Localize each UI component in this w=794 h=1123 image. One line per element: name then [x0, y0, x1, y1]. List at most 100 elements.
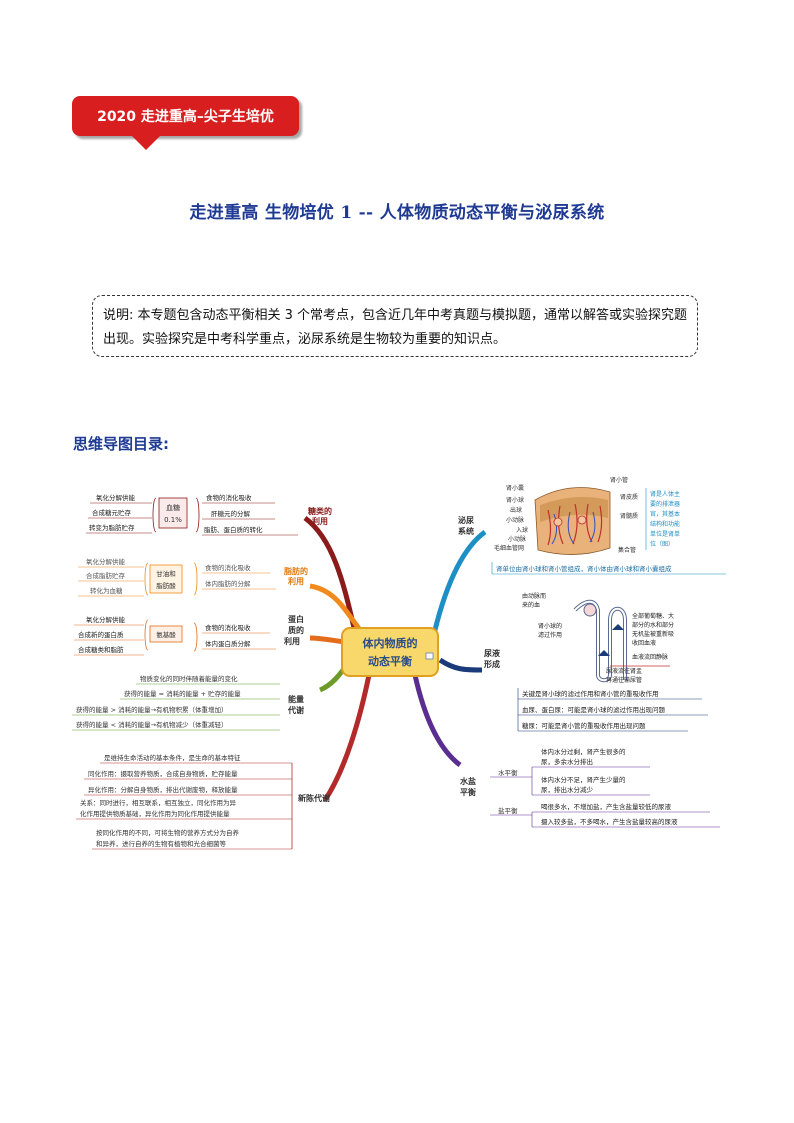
nephron-label-4: 小动脉	[506, 516, 524, 524]
urine-diagram-4: 滤过作用	[538, 631, 562, 639]
nephron-label-2: 肾小球	[506, 496, 524, 504]
note-icon	[425, 652, 434, 660]
urine-diagram-5: 全部葡萄糖、大	[632, 612, 674, 620]
protein-outer: 氧化分解供能 合成新的蛋白质 合成糖类和脂肪	[78, 615, 126, 654]
center-line-2: 动态平衡	[368, 654, 412, 668]
urinary-label-2: 系统	[458, 526, 474, 536]
section-title: 思维导图目录:	[73, 435, 169, 453]
urine-item-1: 关键是肾小球的滤过作用和肾小管的重吸收作用	[522, 689, 659, 698]
center-line-1: 体内物质的	[363, 636, 418, 650]
urine-diagram-11: 再通往输尿管	[606, 676, 642, 684]
urinary-note-5: 单位是肾单	[650, 530, 680, 538]
protein-label-1: 蛋白	[288, 614, 304, 624]
nephron-label-8: 肾小管	[610, 476, 628, 484]
sugar-label-1: 糖类的	[308, 506, 332, 516]
urine-diagram-3: 肾小球的	[538, 622, 562, 630]
nephron-label-10: 肾髓质	[620, 512, 638, 520]
fat-outer: 氧化分解供能 合成脂肪贮存 转化为血糖	[86, 557, 126, 595]
fat-outer-1: 氧化分解供能	[86, 557, 126, 566]
energy-item-4: 获得的能量 < 消耗的能量→有机物减少（体重减轻）	[76, 720, 228, 729]
energy-label-1: 能量	[288, 694, 304, 704]
urine-diagram	[573, 599, 670, 683]
fat-inner-1: 食物的消化吸收	[205, 563, 251, 572]
fat-box	[149, 564, 183, 594]
energy-label-2: 代谢	[287, 705, 304, 715]
fat-label-2: 利用	[287, 576, 304, 586]
nephron-label-9: 肾皮质	[620, 493, 638, 501]
urine-diagram-9: 血液流回静脉	[632, 653, 668, 661]
energy-items: 物质变化的同时伴随着能量的变化 获得的能量 = 消耗的能量 + 贮存的能量 获得…	[76, 674, 241, 729]
nephron-label-11: 集合管	[618, 546, 636, 554]
protein-outer-1: 氧化分解供能	[86, 615, 126, 624]
salt-items: 喝很多水，不增加盐，产生含盐量较低的尿液 摄入较多盐，不多喝水，产生含盐量较高的…	[541, 802, 678, 826]
fat-inner-2: 体内脂肪的分解	[205, 579, 251, 588]
water-item-4: 尿，排出水分减少	[541, 785, 594, 794]
water-item-3: 体内水分不足，肾产生少量的	[541, 775, 626, 784]
energy-item-1: 物质变化的同时伴随着能量的变化	[140, 674, 238, 683]
sugar-box	[158, 497, 188, 529]
metabolism-label: 新陈代谢	[298, 793, 330, 803]
metabolism-items: 是维持生命活动的基本条件，是生命的基本特征 同化作用：摄取营养物质，合成自身物质…	[80, 753, 241, 848]
metabolism-item-5: 化作用提供物质基础，异化作用为同化作用提供能量	[80, 809, 230, 818]
protein-inner: 食物的消化吸收 体内蛋白质分解	[205, 623, 251, 648]
mind-map: 体内物质的 动态平衡 糖类的 利用 血糖 0.1% 氧化分解供能 合成糖元贮存 …	[72, 476, 726, 850]
banner: 2020 走进重高–尖子生培优	[72, 96, 299, 150]
metabolism-item-6: 按同化作用的不同，可将生物的营养方式分为自养	[96, 828, 240, 837]
protein-outer-3: 合成糖类和脂肪	[78, 645, 124, 654]
nephron-right-labels: 肾小管 肾皮质 肾髓质 集合管	[610, 476, 638, 554]
urinary-summary: 肾单位由肾小球和肾小管组成，肾小体由肾小球和肾小囊组成	[496, 564, 672, 573]
salt-item-2: 摄入较多盐，不多喝水，产生含盐量较高的尿液	[541, 817, 678, 826]
branch-urine	[438, 657, 483, 673]
water-balance-label: 水平衡	[498, 768, 518, 777]
fat-box-2: 脂肪酸	[156, 581, 176, 590]
nephron-label-1: 肾小囊	[506, 484, 524, 492]
branch-urinary	[432, 529, 487, 631]
urine-diagram-7: 无机盐被重新吸	[632, 630, 674, 638]
sugar-box-2: 0.1%	[164, 516, 182, 524]
metabolism-item-3: 异化作用：分解自身物质，排出代谢废物，释放能量	[88, 785, 238, 794]
metabolism-item-4: 关系：同时进行，相互联系，相互独立，同化作用为异	[80, 798, 237, 807]
urine-label-2: 形成	[484, 659, 500, 669]
energy-item-3: 获得的能量 > 消耗的能量→有机物积累（体重增加）	[76, 705, 228, 714]
fat-outer-3: 转化为血糖	[90, 586, 123, 595]
urine-diagram-8: 收回血液	[632, 639, 656, 647]
urinary-note-1: 肾是人体主	[650, 490, 680, 498]
balance-label-1: 水盐	[459, 776, 476, 786]
urinary-note-3: 官，其基本	[650, 510, 680, 518]
banner-text: 2020 走进重高–尖子生培优	[97, 109, 274, 125]
branch-balance	[412, 674, 462, 767]
fat-label-1: 脂肪的	[283, 566, 308, 576]
nephron-illustration	[534, 487, 611, 555]
sugar-box-1: 血糖	[166, 503, 180, 512]
sugar-inner-1: 食物的消化吸收	[206, 493, 252, 502]
protein-label-3: 利用	[283, 636, 300, 646]
salt-item-1: 喝很多水，不增加盐，产生含盐量较低的尿液	[541, 802, 672, 811]
urine-item-3: 糖尿：可能是肾小管的重吸收作用出现问题	[522, 721, 646, 730]
metabolism-item-2: 同化作用：摄取营养物质，合成自身物质，贮存能量	[88, 769, 238, 778]
fat-outer-2: 合成脂肪贮存	[86, 571, 126, 580]
fat-box-1: 甘油和	[156, 569, 176, 578]
urine-diagram-labels: 由动脉而 来的血 肾小球的 滤过作用 全部葡萄糖、大 部分的水和部分 无机盐被重…	[522, 592, 674, 684]
urine-label-1: 尿液	[484, 648, 500, 658]
protein-inner-2: 体内蛋白质分解	[205, 639, 251, 648]
protein-box-1: 氨基酸	[156, 630, 176, 639]
salt-balance-label: 盐平衡	[498, 806, 518, 815]
urinary-note-2: 要的排泄器	[650, 500, 680, 508]
sugar-inner-2: 肝糖元的分解	[211, 509, 251, 518]
sugar-outer: 氧化分解供能 合成糖元贮存 转变为脂肪贮存	[89, 493, 136, 532]
sugar-outer-1: 氧化分解供能	[96, 493, 136, 502]
urine-item-2: 血尿、蛋白尿：可能是肾小球的滤过作用出现问题	[522, 705, 666, 714]
branch-protein	[309, 635, 346, 645]
water-item-1: 体内水分过剩，肾产生很多的	[541, 747, 626, 756]
metabolism-item-1: 是维持生命活动的基本条件，是生命的基本特征	[104, 753, 241, 762]
urinary-note: 肾是人体主 要的排泄器 官，其基本 结构和功能 单位是肾单 位（图）	[650, 490, 680, 548]
nephron-label-5: 入球	[516, 526, 528, 534]
water-items: 体内水分过剩，肾产生很多的 尿，多余水分排出 体内水分不足，肾产生少量的 尿，排…	[541, 747, 626, 794]
sugar-outer-2: 合成糖元贮存	[92, 508, 132, 517]
branch-metabolism	[322, 669, 373, 802]
urine-diagram-1: 由动脉而	[522, 592, 546, 600]
fat-inner: 食物的消化吸收 体内脂肪的分解	[205, 563, 251, 588]
protein-box	[149, 625, 183, 643]
balance-label-2: 平衡	[460, 787, 476, 797]
description-text: 说明: 本专题包含动态平衡相关 3 个常考点，包含近几年中考真题与模拟题，通常以…	[103, 308, 688, 347]
